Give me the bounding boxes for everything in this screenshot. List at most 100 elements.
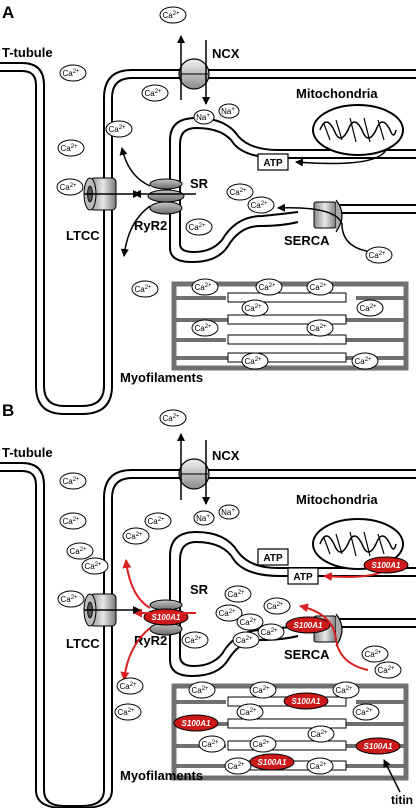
ca-ion: Ca2+ bbox=[191, 278, 219, 296]
svg-text:Ca2+: Ca2+ bbox=[60, 595, 78, 604]
svg-text:Ca2+: Ca2+ bbox=[252, 686, 270, 695]
ncx-label: NCX bbox=[212, 448, 240, 463]
svg-text:Ca2+: Ca2+ bbox=[117, 708, 135, 717]
ca-ion: Ca2+ bbox=[232, 631, 260, 649]
ca-ion: Ca2+ bbox=[352, 703, 380, 721]
svg-text:Ca2+: Ca2+ bbox=[309, 762, 327, 771]
svg-text:Ca2+: Ca2+ bbox=[108, 125, 126, 134]
ca-ion: Ca2+ bbox=[191, 319, 219, 337]
svg-text:Ca2+: Ca2+ bbox=[252, 740, 270, 749]
ryr2-channel bbox=[147, 178, 185, 215]
s100a1-myofilament: S100A1 bbox=[283, 692, 329, 710]
ca-ion: Ca2+ bbox=[66, 542, 94, 560]
ryr2-release-arrow-up bbox=[119, 147, 151, 187]
serca-uptake-arrow bbox=[299, 603, 369, 671]
serca-label: SERCA bbox=[284, 233, 330, 248]
svg-text:Ca2+: Ca2+ bbox=[310, 730, 328, 739]
svg-text:Ca2+: Ca2+ bbox=[266, 602, 284, 611]
svg-text:S100A1: S100A1 bbox=[292, 697, 321, 706]
ca-ion: Ca2+ bbox=[226, 183, 254, 201]
svg-text:Ca2+: Ca2+ bbox=[250, 201, 268, 210]
mitochondria-label: Mitochondria bbox=[296, 492, 378, 507]
svg-text:Ca2+: Ca2+ bbox=[162, 414, 180, 423]
na-ion: Na+ bbox=[218, 504, 240, 520]
svg-text:ATP: ATP bbox=[293, 572, 313, 583]
ca-ion: Ca2+ bbox=[181, 631, 209, 649]
svg-text:Ca2+: Ca2+ bbox=[355, 708, 373, 717]
ca-ion: Ca2+ bbox=[307, 725, 335, 743]
svg-text:Na+: Na+ bbox=[196, 113, 210, 122]
ca-ion: Ca2+ bbox=[188, 681, 216, 699]
ca-ion: Ca2+ bbox=[351, 352, 379, 370]
ryr2-release-arrow-down bbox=[120, 627, 151, 681]
ca-ion: Ca2+ bbox=[141, 84, 169, 102]
s100a1-myofilament: S100A1 bbox=[355, 737, 401, 755]
na-ion: Na+ bbox=[218, 103, 240, 119]
ltcc-label: LTCC bbox=[66, 636, 100, 651]
ca-ion: Ca2+ bbox=[144, 512, 172, 530]
svg-text:Ca2+: Ca2+ bbox=[59, 183, 77, 192]
svg-text:ATP: ATP bbox=[263, 553, 283, 564]
ca-ion: Ca2+ bbox=[57, 139, 85, 157]
ca-ion: Ca2+ bbox=[365, 246, 393, 264]
svg-text:Ca2+: Ca2+ bbox=[239, 708, 257, 717]
atp-box: ATP bbox=[257, 548, 289, 566]
svg-text:Ca2+: Ca2+ bbox=[62, 517, 80, 526]
svg-text:Ca2+: Ca2+ bbox=[69, 547, 87, 556]
atp-box: ATP bbox=[287, 567, 319, 585]
ca-ion: Ca2+ bbox=[257, 623, 285, 641]
ca-ion: Ca2+ bbox=[374, 661, 402, 679]
ca-ion: Ca2+ bbox=[249, 735, 277, 753]
ca-ion: Ca2+ bbox=[361, 645, 389, 663]
svg-text:Ca2+: Ca2+ bbox=[244, 357, 262, 366]
svg-text:Na+: Na+ bbox=[196, 514, 210, 523]
svg-text:ATP: ATP bbox=[263, 158, 283, 169]
ca-ion: Ca2+ bbox=[306, 757, 334, 775]
svg-text:Ca2+: Ca2+ bbox=[227, 590, 245, 599]
panel-a: A T-tubule NCX Mitochondria ATP bbox=[0, 3, 416, 415]
svg-text:Ca2+: Ca2+ bbox=[144, 89, 162, 98]
svg-text:Ca2+: Ca2+ bbox=[147, 517, 165, 526]
sarcolemma-membrane bbox=[0, 62, 416, 415]
svg-text:Ca2+: Ca2+ bbox=[184, 636, 202, 645]
ca-ion: Ca2+ bbox=[59, 512, 87, 530]
svg-text:Na+: Na+ bbox=[221, 508, 235, 517]
svg-text:Ca2+: Ca2+ bbox=[229, 188, 247, 197]
ca-ion: Ca2+ bbox=[131, 280, 159, 298]
ryr2-release-arrow-down bbox=[120, 205, 151, 257]
ca-ion: Ca2+ bbox=[215, 604, 243, 622]
svg-text:Ca2+: Ca2+ bbox=[309, 324, 327, 333]
s100a1-ryr2: S100A1 bbox=[143, 608, 189, 626]
serca-label: SERCA bbox=[284, 647, 330, 662]
ca-ion: Ca2+ bbox=[81, 557, 109, 575]
svg-text:Ca2+: Ca2+ bbox=[162, 11, 180, 20]
mitochondrion bbox=[312, 518, 404, 570]
ca-ion: Ca2+ bbox=[224, 585, 252, 603]
svg-text:Ca2+: Ca2+ bbox=[125, 532, 143, 541]
s100a1-myofilament: S100A1 bbox=[249, 753, 295, 771]
atp-arrow bbox=[295, 149, 387, 167]
ca-ion: Ca2+ bbox=[105, 120, 133, 138]
ca-ion: Ca2+ bbox=[56, 178, 84, 196]
svg-text:S100A1: S100A1 bbox=[182, 719, 211, 728]
svg-text:Ca2+: Ca2+ bbox=[364, 650, 382, 659]
ca-ion: Ca2+ bbox=[263, 597, 291, 615]
svg-text:Ca2+: Ca2+ bbox=[227, 762, 245, 771]
sarcolemma-membrane bbox=[0, 462, 416, 808]
ca-ion: Ca2+ bbox=[59, 64, 87, 82]
svg-text:Ca2+: Ca2+ bbox=[260, 628, 278, 637]
titin-arrow bbox=[383, 759, 401, 793]
svg-text:Ca2+: Ca2+ bbox=[309, 283, 327, 292]
sr-label: SR bbox=[190, 176, 209, 191]
sr-membrane bbox=[169, 116, 416, 264]
svg-text:Ca2+: Ca2+ bbox=[201, 740, 219, 749]
myofilaments-label: Myofilaments bbox=[120, 370, 203, 385]
titin-label: titin bbox=[391, 793, 413, 807]
svg-text:Ca2+: Ca2+ bbox=[235, 636, 253, 645]
mitochondria-label: Mitochondria bbox=[296, 86, 378, 101]
s100a1-myofilament: S100A1 bbox=[173, 714, 219, 732]
svg-text:S100A1: S100A1 bbox=[258, 758, 287, 767]
svg-text:S100A1: S100A1 bbox=[152, 613, 181, 622]
myofilaments-label: Myofilaments bbox=[120, 768, 203, 783]
ca-ion: Ca2+ bbox=[57, 590, 85, 608]
